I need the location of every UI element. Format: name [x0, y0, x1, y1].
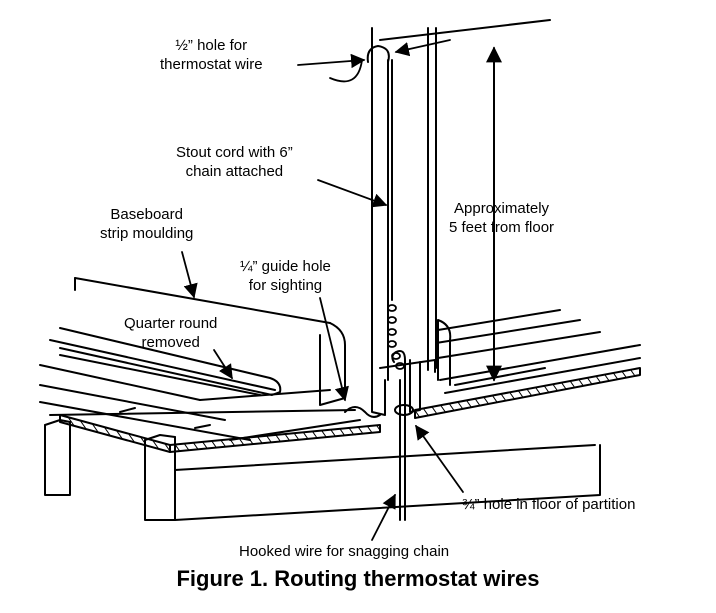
leader-lines [181, 39, 464, 541]
chain [387, 304, 405, 370]
subfloor-section-right [414, 367, 641, 419]
baseboard-right [437, 319, 452, 386]
floor-hole [394, 404, 414, 416]
hooked-wire [391, 350, 406, 521]
floor-boards [39, 339, 361, 441]
label-quarter-round: Quarter round removed [124, 315, 218, 351]
quarter-round [59, 327, 282, 396]
label-guide-hole: ¼” guide hole for sighting [240, 258, 331, 294]
thermostat-hole [366, 45, 390, 63]
subfloor-section [169, 424, 381, 453]
label-stout-cord: Stout cord with 6” chain attached [176, 144, 293, 180]
guide-hole [344, 406, 381, 418]
label-hooked-wire: Hooked wire for snagging chain [239, 543, 450, 560]
label-thermostat-hole: ½” hole for thermostat wire [160, 37, 263, 73]
label-height: Approximately 5 feet from floor [449, 200, 555, 236]
label-floor-hole: ¾” hole in floor of partition [462, 496, 636, 513]
figure-caption: Figure 1. Routing thermostat wires [176, 566, 540, 591]
floor-joists [44, 419, 601, 521]
label-baseboard: Baseboard strip moulding [100, 206, 194, 242]
